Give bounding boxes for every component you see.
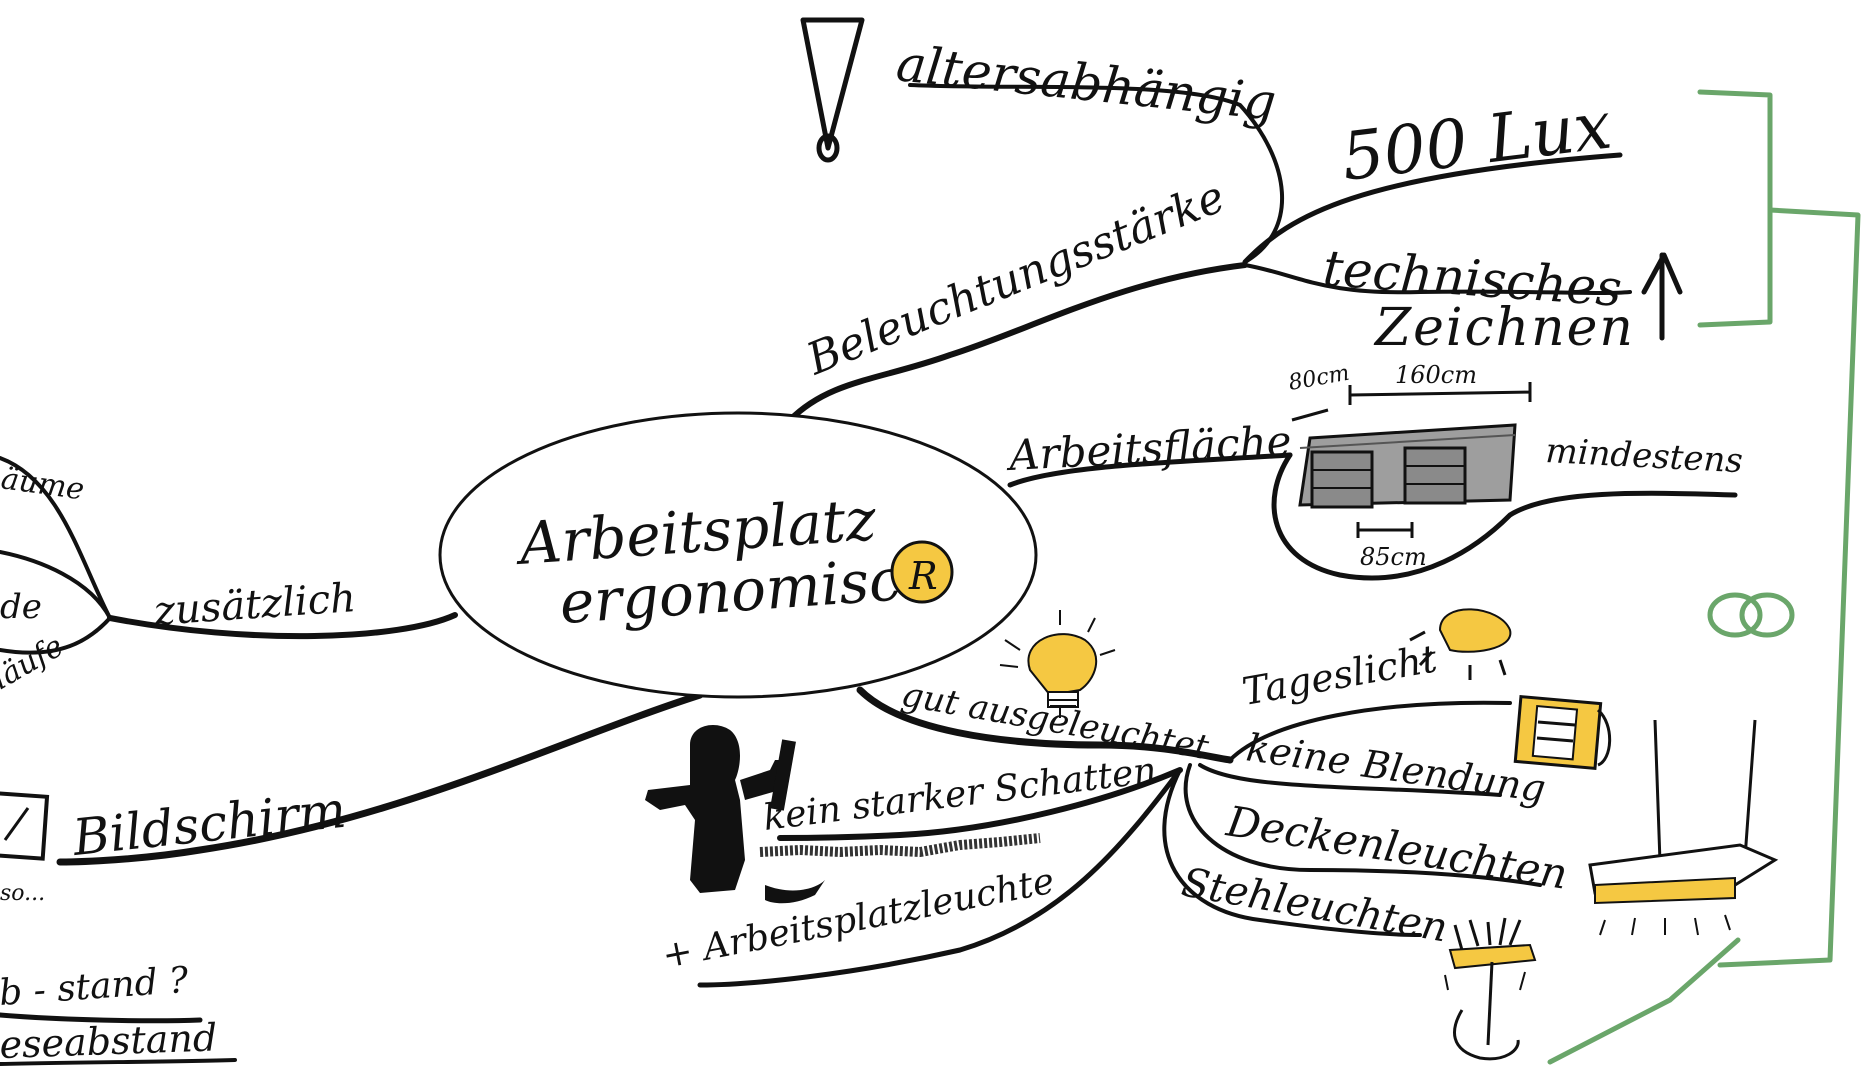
label-tageslicht: Tageslicht <box>1239 636 1441 714</box>
branch-technisches <box>1243 263 1632 295</box>
central-node[interactable]: Arbeitsplatz ergonomisch R <box>438 411 1038 699</box>
exclamation-icon <box>800 17 865 163</box>
linked-rings-icon <box>1707 592 1795 638</box>
branch-tageslicht <box>1228 700 1512 762</box>
label-zeichnen: Zeichnen <box>1373 298 1635 358</box>
desk-illustration <box>1291 382 1532 538</box>
label-desk-width: 160cm <box>1395 361 1477 389</box>
branch-500-lux <box>1242 152 1623 265</box>
label-fragment-de: de <box>0 587 42 627</box>
registered-badge <box>890 540 954 604</box>
arrow-up-icon <box>1641 252 1683 341</box>
branch-altersabhaengig <box>908 83 1285 264</box>
label-keine-blendung: keine Blendung <box>1244 725 1549 811</box>
label-mindestens: mindestens <box>1545 431 1744 481</box>
label-500-lux: 500 Lux <box>1338 86 1616 195</box>
branch-steh <box>1162 768 1422 937</box>
label-fragment-laeufe: läufe <box>0 629 70 697</box>
branch-schatten <box>777 767 1183 841</box>
label-altersabhaengig: altersabhängig <box>894 34 1279 132</box>
branch-desk-loop <box>1271 452 1738 581</box>
branch-left-upper <box>0 456 112 620</box>
label-fragment-leseabstand: eseabstand <box>0 1015 218 1066</box>
label-fragment-raeume: äume <box>0 461 86 507</box>
label-kein-starker-schatten: kein starker Schatten <box>761 750 1159 839</box>
label-zusaetzlich: zusätzlich <box>151 575 357 635</box>
branch-bildschirm <box>56 691 704 866</box>
label-desk-depth: 80cm <box>1287 361 1352 396</box>
underline-stand <box>0 1012 203 1024</box>
branch-zusaetzlich <box>107 612 458 640</box>
person-with-shadow-icon <box>645 725 1041 904</box>
lightbulb-icon <box>999 610 1116 718</box>
central-ellipse <box>438 411 1038 699</box>
branch-beleuchtung <box>787 262 1248 423</box>
monitor-icon <box>0 790 50 861</box>
branch-ausgeleuchtet <box>856 686 1234 764</box>
label-arbeitsflaeche: Arbeitsfläche <box>1004 416 1293 480</box>
branch-blendung <box>1198 763 1502 797</box>
branch-arbeitsplatzleuchte <box>697 767 1183 988</box>
branch-left-mid <box>0 550 112 620</box>
label-desk-legroom: 85cm <box>1360 543 1427 571</box>
branch-arbeitsflaeche <box>1007 452 1293 488</box>
registered-badge-letter: R <box>908 554 938 598</box>
underline-lese <box>0 1058 237 1066</box>
branch-lines <box>0 83 1738 1066</box>
label-fragment-stand: b - stand ? <box>0 960 190 1014</box>
floor-lamp-icon <box>1444 917 1537 1061</box>
ceiling-lamp-icon <box>1588 719 1779 936</box>
branch-decken <box>1183 763 1542 887</box>
green-bracket <box>1547 89 1861 1065</box>
label-fragment-so: so... <box>0 881 45 906</box>
window-icon <box>1513 695 1612 770</box>
label-bildschirm: Bildschirm <box>69 781 348 867</box>
sun-icon <box>1409 608 1512 680</box>
branch-left-lower <box>0 616 112 655</box>
